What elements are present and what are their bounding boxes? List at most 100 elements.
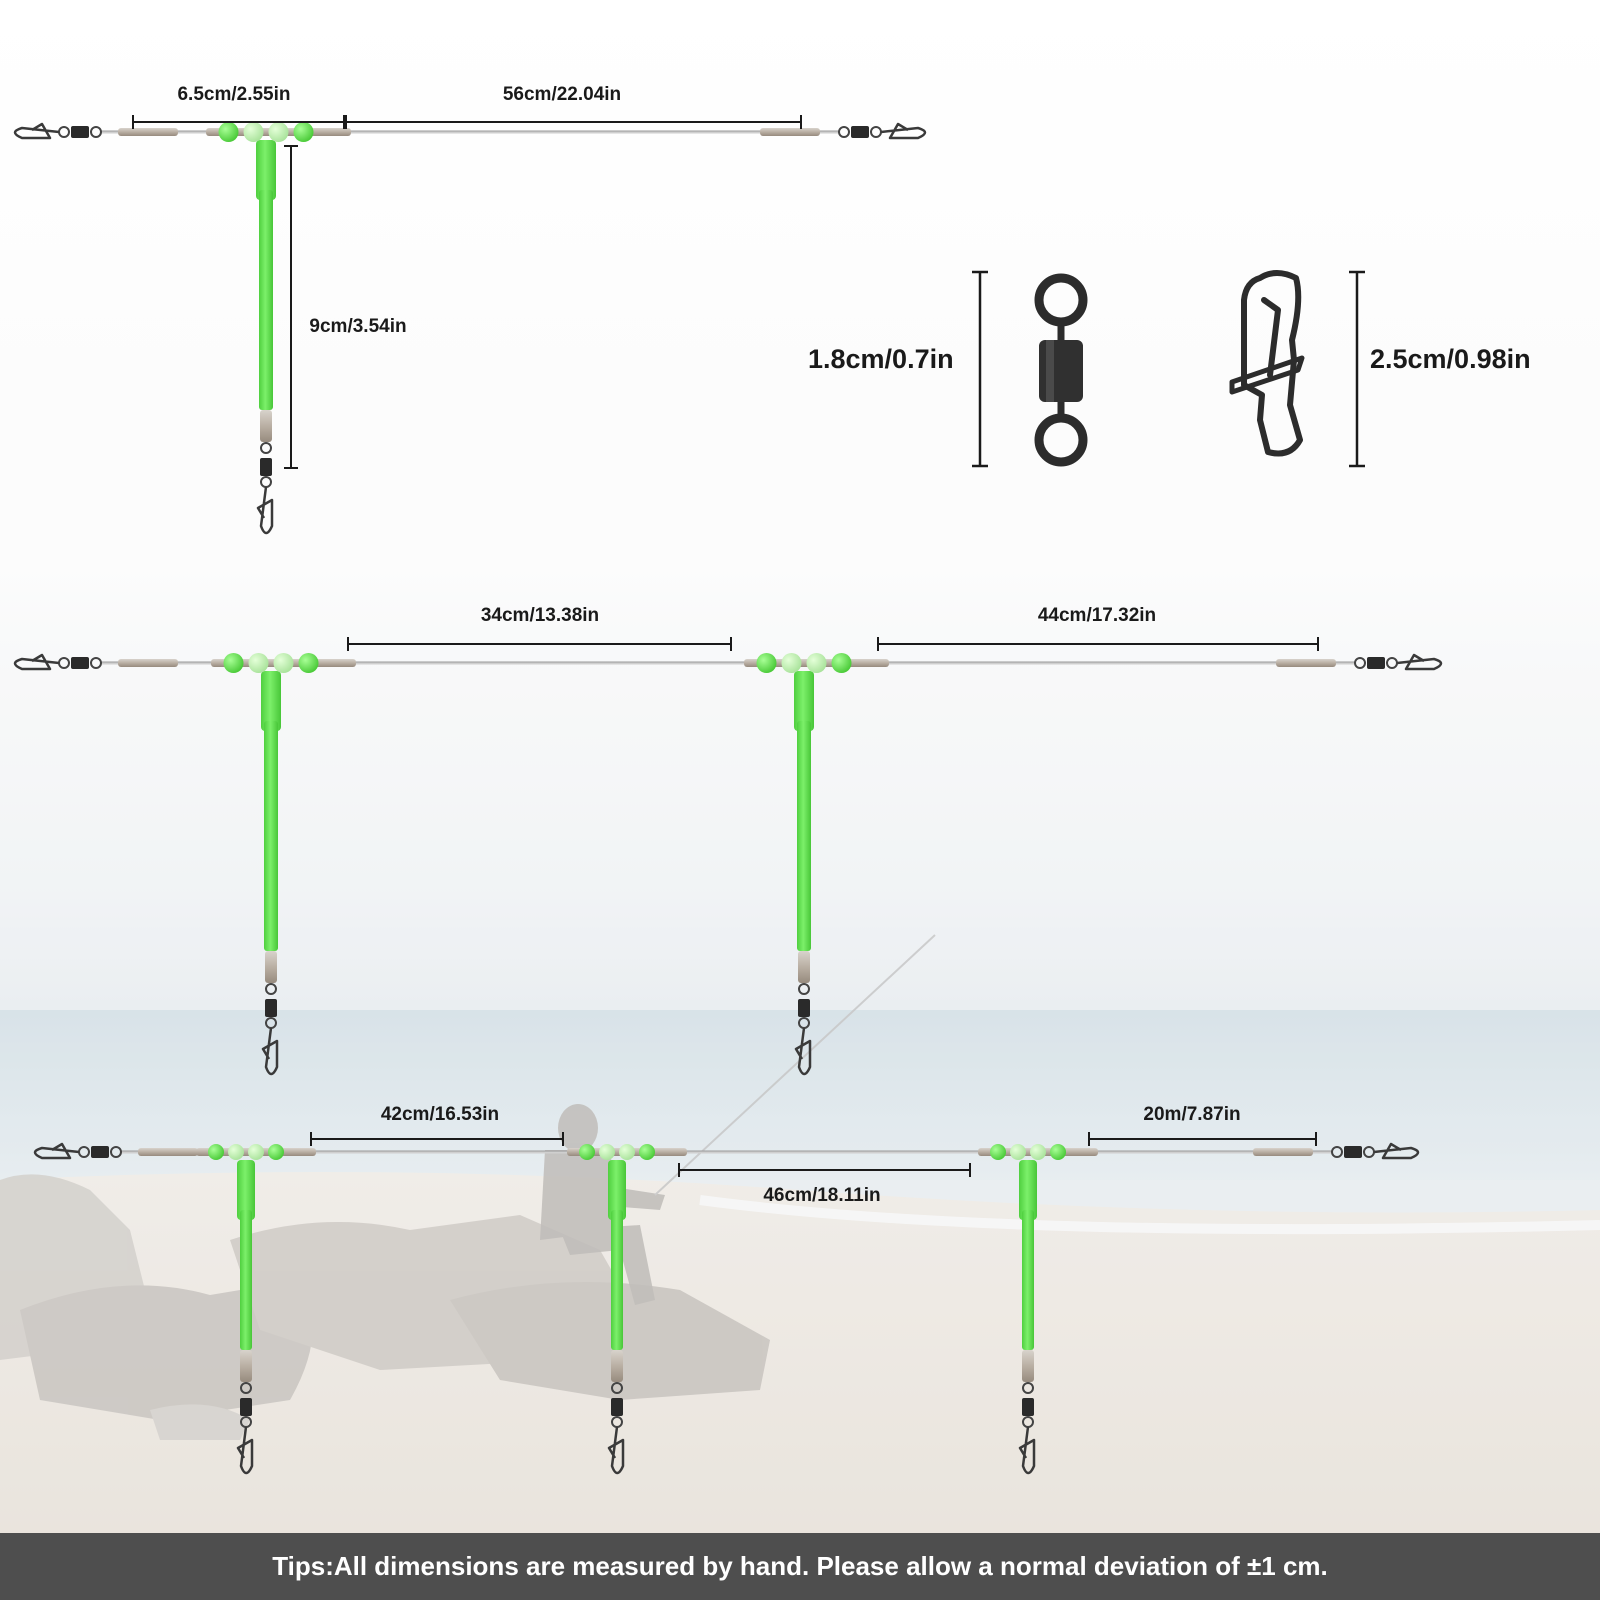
dimension-line (678, 1163, 971, 1177)
snap-clip-icon (236, 1426, 254, 1475)
snap-clip-icon (33, 1142, 80, 1160)
bead (990, 1144, 1006, 1160)
bead (243, 122, 264, 142)
bead (298, 653, 319, 673)
rig-2 (13, 653, 1443, 1076)
snap-clip-icon (256, 486, 274, 535)
snap-swivel-icon (236, 1382, 254, 1475)
bead (223, 653, 244, 673)
bead (1050, 1144, 1066, 1160)
rig1-main-line-label: 56cm/22.04in (502, 84, 622, 105)
rolling-swivel-icon (1034, 273, 1088, 467)
bead (831, 653, 852, 673)
rig2-segment-1-label: 34cm/13.38in (480, 605, 600, 626)
crimp-sleeve (760, 128, 820, 136)
crimp-sleeve (240, 1350, 252, 1382)
snap-swivel-icon (607, 1382, 625, 1475)
rig3-segment-3-label: 20m/7.87in (1143, 1104, 1241, 1125)
crimp-sleeve (1253, 1148, 1313, 1156)
snap-swivel-icon (1354, 653, 1443, 671)
tips-bar: Tips:All dimensions are measured by hand… (0, 1533, 1600, 1600)
branch-tube (261, 671, 281, 1076)
swivel-barrel-icon (265, 999, 277, 1017)
dimension-line (345, 115, 802, 129)
rig-1 (13, 122, 927, 535)
swivel-barrel-icon (91, 1146, 109, 1158)
bead (273, 653, 294, 673)
swivel-barrel-icon (1022, 1398, 1034, 1416)
swivel-size-label: 1.8cm/0.7in (808, 344, 954, 374)
bead (268, 122, 289, 142)
duolock-snap-icon (1229, 270, 1305, 457)
rig1-branch-label: 9cm/3.54in (309, 316, 407, 337)
swivel-barrel-icon (851, 126, 869, 138)
crimp-sleeve (138, 1148, 198, 1156)
snap-swivel-icon (1331, 1142, 1420, 1160)
snap-clip-icon (1396, 653, 1443, 671)
snap-swivel-icon (256, 442, 274, 535)
bead (1010, 1144, 1026, 1160)
snap-swivel-icon (13, 122, 102, 140)
snap-clip-icon (880, 122, 927, 140)
tips-text: Tips:All dimensions are measured by hand… (272, 1551, 1328, 1581)
dimension-line (1088, 1132, 1317, 1146)
bead-cluster (223, 653, 319, 673)
snap-swivel-icon (794, 983, 812, 1076)
branch-tube (607, 1160, 626, 1475)
snap-swivel-icon (13, 653, 102, 671)
rig3-segment-2-label: 46cm/18.11in (763, 1185, 881, 1206)
fishing-rigs (13, 122, 1443, 1475)
branch-tube (794, 671, 814, 1076)
crimp-sleeve (1276, 659, 1336, 667)
bead (639, 1144, 655, 1160)
bead (756, 653, 777, 673)
swivel-barrel-icon (1367, 657, 1385, 669)
snap-clip-icon (1373, 1142, 1420, 1160)
crimp-sleeve (265, 951, 277, 983)
swivel-barrel-icon (1344, 1146, 1362, 1158)
snap-swivel-icon (261, 983, 279, 1076)
rig2-segment-2-label: 44cm/17.32in (1037, 605, 1157, 626)
bead-cluster (218, 122, 314, 142)
snap-swivel-icon (1018, 1382, 1036, 1475)
bead (1030, 1144, 1046, 1160)
crimp-sleeve (1022, 1350, 1034, 1382)
dimension-lines (132, 115, 1319, 1177)
bead (599, 1144, 615, 1160)
crimp-sleeve (260, 410, 272, 442)
bead-cluster (208, 1144, 284, 1160)
crimp-sleeve (118, 659, 178, 667)
swivel-barrel-icon (71, 126, 89, 138)
snap-size-marker (1349, 270, 1365, 468)
snap-clip-icon (1018, 1426, 1036, 1475)
snap-swivel-icon (33, 1142, 122, 1160)
swivel-barrel-icon (240, 1398, 252, 1416)
snap-clip-icon (13, 653, 60, 671)
bead (218, 122, 239, 142)
rocks-background (0, 1174, 770, 1440)
bead (619, 1144, 635, 1160)
dimension-line (132, 115, 345, 129)
branch-tube (256, 140, 276, 535)
bead (248, 1144, 264, 1160)
bead (293, 122, 314, 142)
snap-clip-icon (607, 1426, 625, 1475)
dimension-line (284, 145, 298, 469)
swivel-size-marker (972, 270, 988, 468)
rig3-segment-1-label: 42cm/16.53in (380, 1104, 500, 1125)
bead (781, 653, 802, 673)
dimension-line (347, 637, 732, 651)
bead (806, 653, 827, 673)
snap-clip-icon (261, 1027, 279, 1076)
crimp-sleeve (611, 1350, 623, 1382)
swivel-barrel-icon (71, 657, 89, 669)
bead (579, 1144, 595, 1160)
rig-3 (33, 1142, 1420, 1475)
dimension-line (877, 637, 1319, 651)
rig1-bead-section-label: 6.5cm/2.55in (177, 84, 291, 105)
swivel-barrel-icon (260, 458, 272, 476)
branch-tube (1018, 1160, 1037, 1475)
branch-tube (236, 1160, 255, 1475)
snap-size-label: 2.5cm/0.98in (1370, 344, 1531, 374)
